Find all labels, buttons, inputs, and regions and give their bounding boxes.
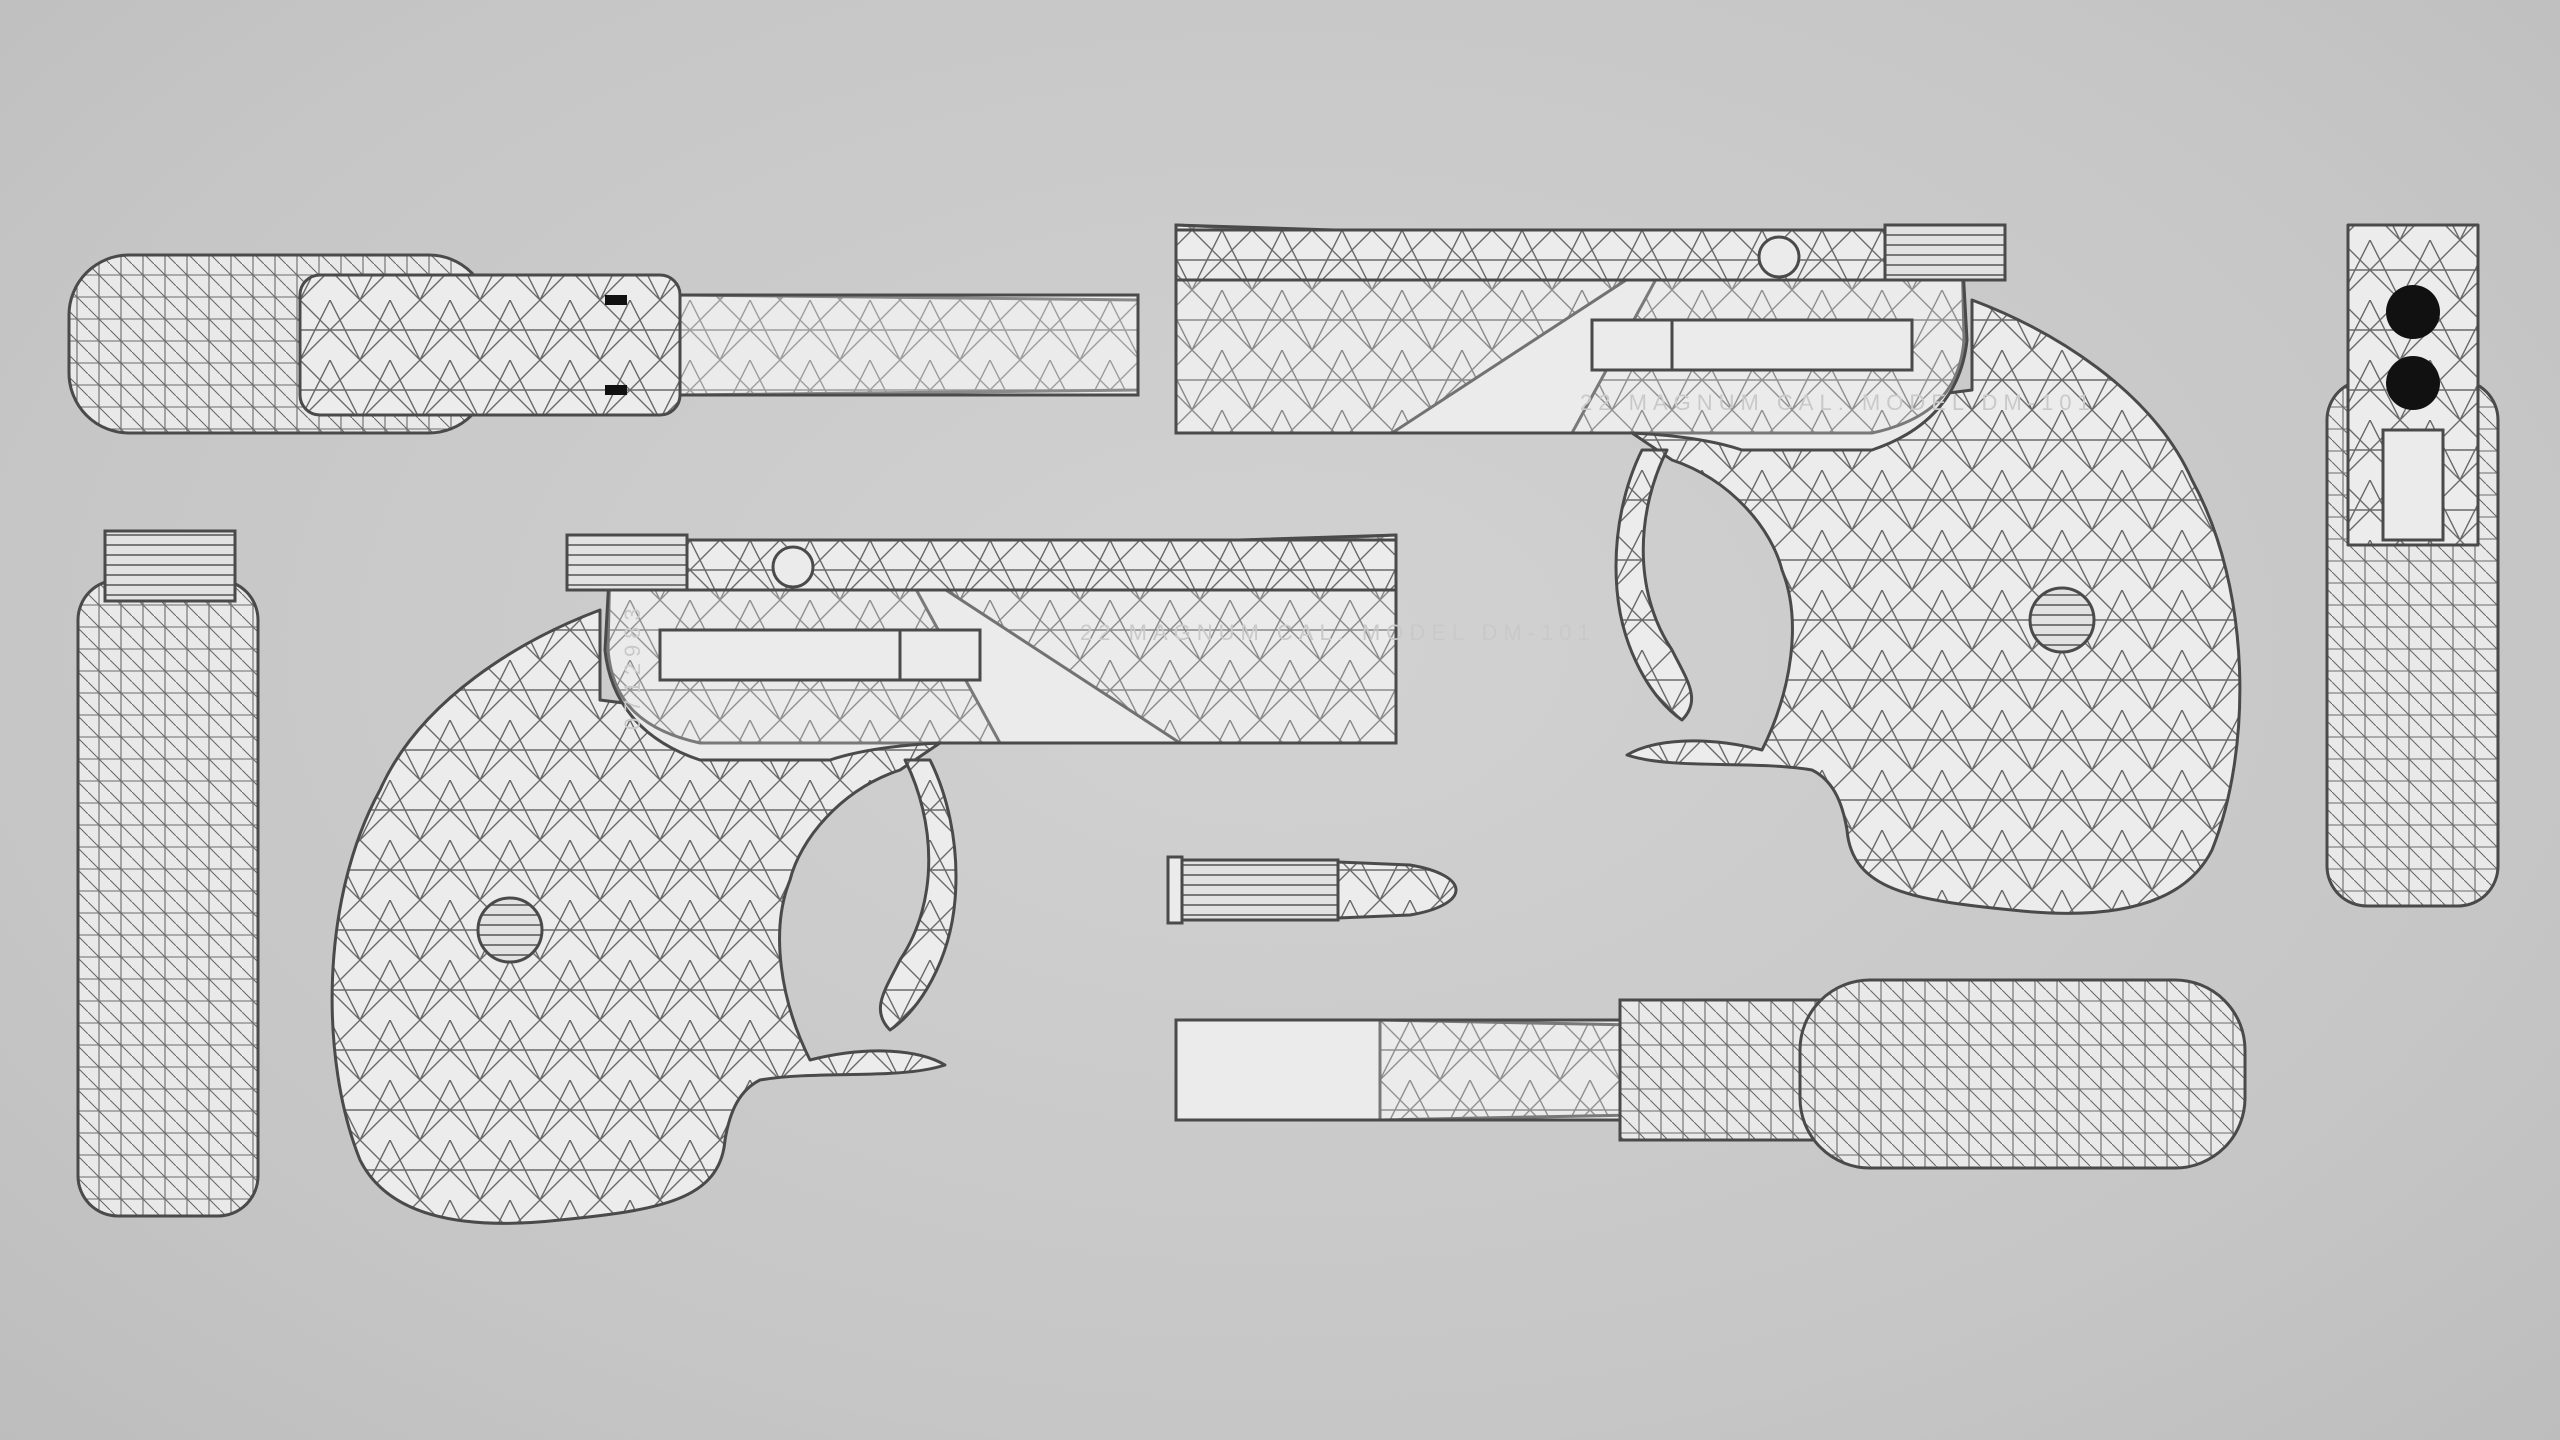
- serial-number: 0712983: [620, 602, 645, 730]
- front-view: [2325, 223, 2500, 908]
- model-marking-right: 22 MAGNUM CAL. MODEL DM-101: [1580, 390, 2096, 415]
- bottom-view: [1174, 978, 2247, 1170]
- cartridge: [1166, 855, 1458, 925]
- model-marking: 22 MAGNUM CAL. MODEL DM-101: [1080, 620, 1596, 645]
- side-view-left: 22 MAGNUM CAL. MODEL DM-101 0712983: [330, 533, 1596, 1225]
- rear-view: [76, 529, 260, 1218]
- top-view: [67, 253, 1140, 435]
